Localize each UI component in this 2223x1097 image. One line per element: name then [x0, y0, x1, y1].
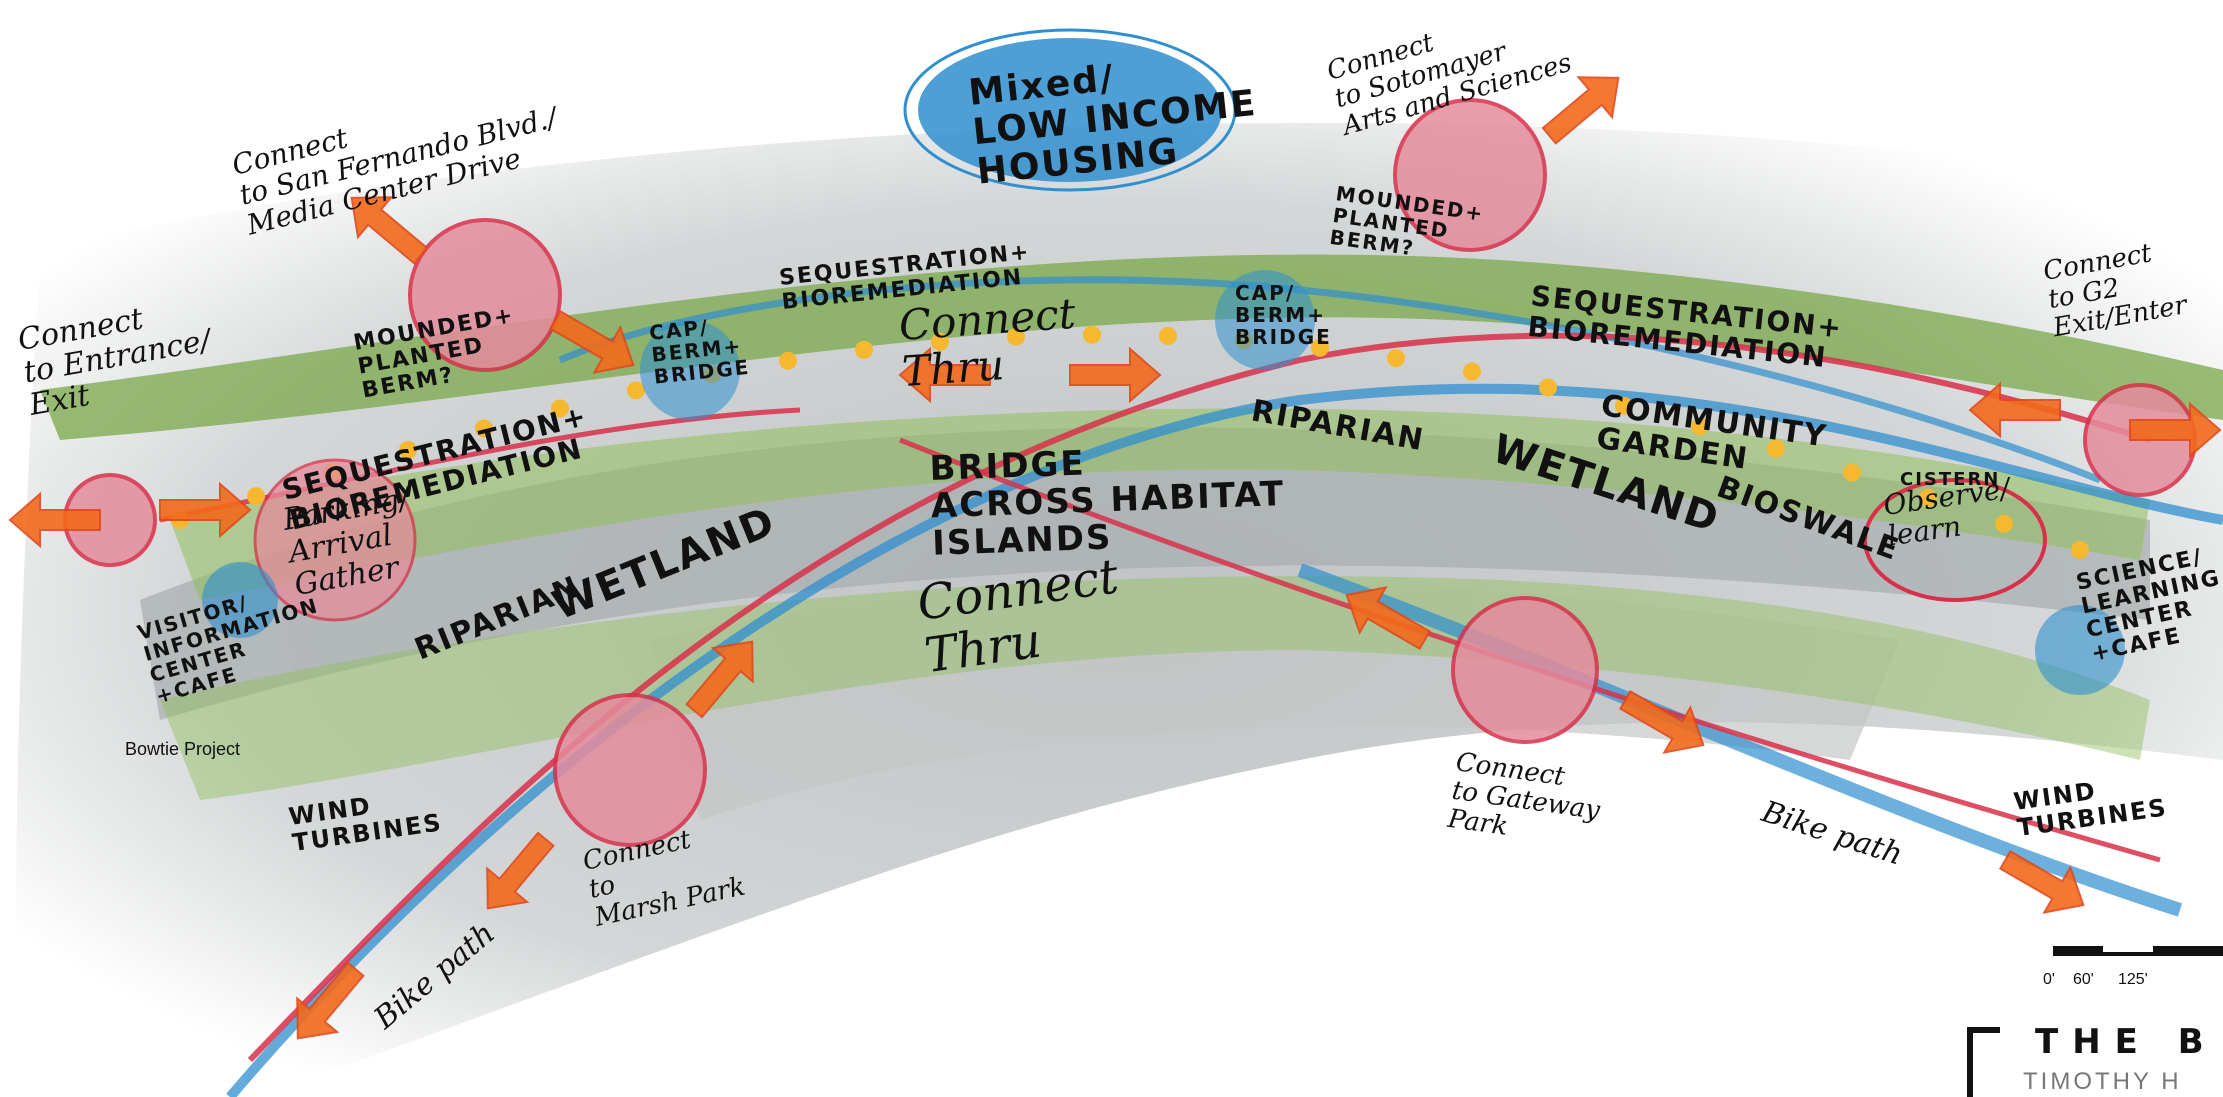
- path-dot: [627, 381, 645, 400]
- path-dot: [1843, 463, 1861, 482]
- node-gateway: [1451, 596, 1599, 744]
- arrow-icon: [2129, 401, 2222, 459]
- green-planting-band-bottom: [160, 576, 2150, 800]
- path-dot: [551, 399, 569, 418]
- path-dot: [1995, 514, 2013, 533]
- connection-nodes: [63, 98, 2197, 847]
- cap-right-node: [1215, 270, 1315, 370]
- visitor-node: [202, 562, 278, 638]
- arrow-icon: [898, 346, 991, 404]
- path-dot: [1691, 417, 1709, 436]
- scale-bar: 0' 60' 125': [2043, 946, 2223, 988]
- scale-tick-125: 125': [2118, 971, 2148, 988]
- arrow-icon: [296, 961, 365, 1040]
- path-dot: [1311, 338, 1329, 357]
- arrow-icon: [1998, 849, 2085, 914]
- node-parking: [253, 458, 417, 622]
- path-dot: [1387, 349, 1405, 368]
- arrow-icon: [1069, 346, 1162, 404]
- project-title: THE B: [2035, 1022, 2218, 1062]
- path-dot: [779, 351, 797, 370]
- arrow-icon: [1345, 586, 1432, 651]
- orange-arrows: [8, 76, 2222, 1040]
- path-dot: [855, 340, 873, 359]
- cap-left-node: [640, 320, 740, 420]
- cistern-label: CISTERN: [1900, 469, 2000, 490]
- title-frame: [1967, 1027, 2000, 1097]
- arrow-icon: [350, 196, 429, 265]
- path-dot: [475, 419, 493, 438]
- cap-left-label: CAP/BERM+BRIDGE: [648, 311, 751, 389]
- path-dot: [1007, 327, 1025, 346]
- path-dot: [1463, 362, 1481, 381]
- science-node: [2035, 605, 2125, 695]
- path-dot: [399, 440, 417, 459]
- arrow-icon: [486, 831, 555, 910]
- project-author: TIMOTHY H: [2023, 1068, 2182, 1095]
- blue-river-line: [226, 383, 2223, 1097]
- arrow-icon: [8, 491, 101, 549]
- path-dot: [1159, 326, 1177, 345]
- connect-gateway-label: Connectto GatewayPark: [1445, 747, 1606, 854]
- green-planting-band: [40, 254, 2223, 440]
- mounded-right-label: MOUNDED+PLANTEDBERM?: [1328, 181, 1486, 269]
- path-dot: [1083, 325, 1101, 344]
- arrow-icon: [1968, 381, 2061, 439]
- red-path-main: [247, 332, 2151, 1063]
- cap-right-label: CAP/BERM+BRIDGE: [1235, 281, 1332, 349]
- green-planting-band-lower: [170, 408, 2150, 600]
- path-dot: [1919, 488, 1937, 507]
- node-marsh: [553, 693, 707, 847]
- path-dot: [931, 332, 949, 351]
- path-dot: [2071, 541, 2089, 559]
- housing-ellipse: [918, 38, 1222, 182]
- node-sfb: [408, 218, 562, 372]
- arrow-icon: [1618, 689, 1705, 754]
- science-label: SCIENCE/LEARNINGCENTER+CAFE: [2074, 542, 2223, 667]
- path-dot: [247, 487, 265, 506]
- blue-hub-nodes: [202, 28, 2125, 695]
- scale-tick-0: 0': [2043, 971, 2055, 988]
- arrow-icon: [159, 481, 252, 539]
- cistern-outline: [1863, 478, 2047, 602]
- arrow-icon: [1541, 76, 1620, 145]
- blue-bike-path-right: [1297, 563, 2183, 917]
- housing-outline: [903, 28, 1237, 192]
- watermark-label: Bowtie Project: [125, 739, 240, 759]
- arrow-icon: [685, 640, 754, 719]
- path-dot: [1615, 396, 1633, 415]
- scale-tick-60: 60': [2073, 971, 2094, 988]
- arrow-icon: [548, 309, 635, 374]
- red-path-cross: [899, 437, 2161, 863]
- path-dot: [1767, 439, 1785, 458]
- path-dot: [1539, 378, 1557, 397]
- wind-right-label: WINDTURBINES: [2012, 767, 2169, 842]
- node-sotomayer: [1393, 98, 1547, 252]
